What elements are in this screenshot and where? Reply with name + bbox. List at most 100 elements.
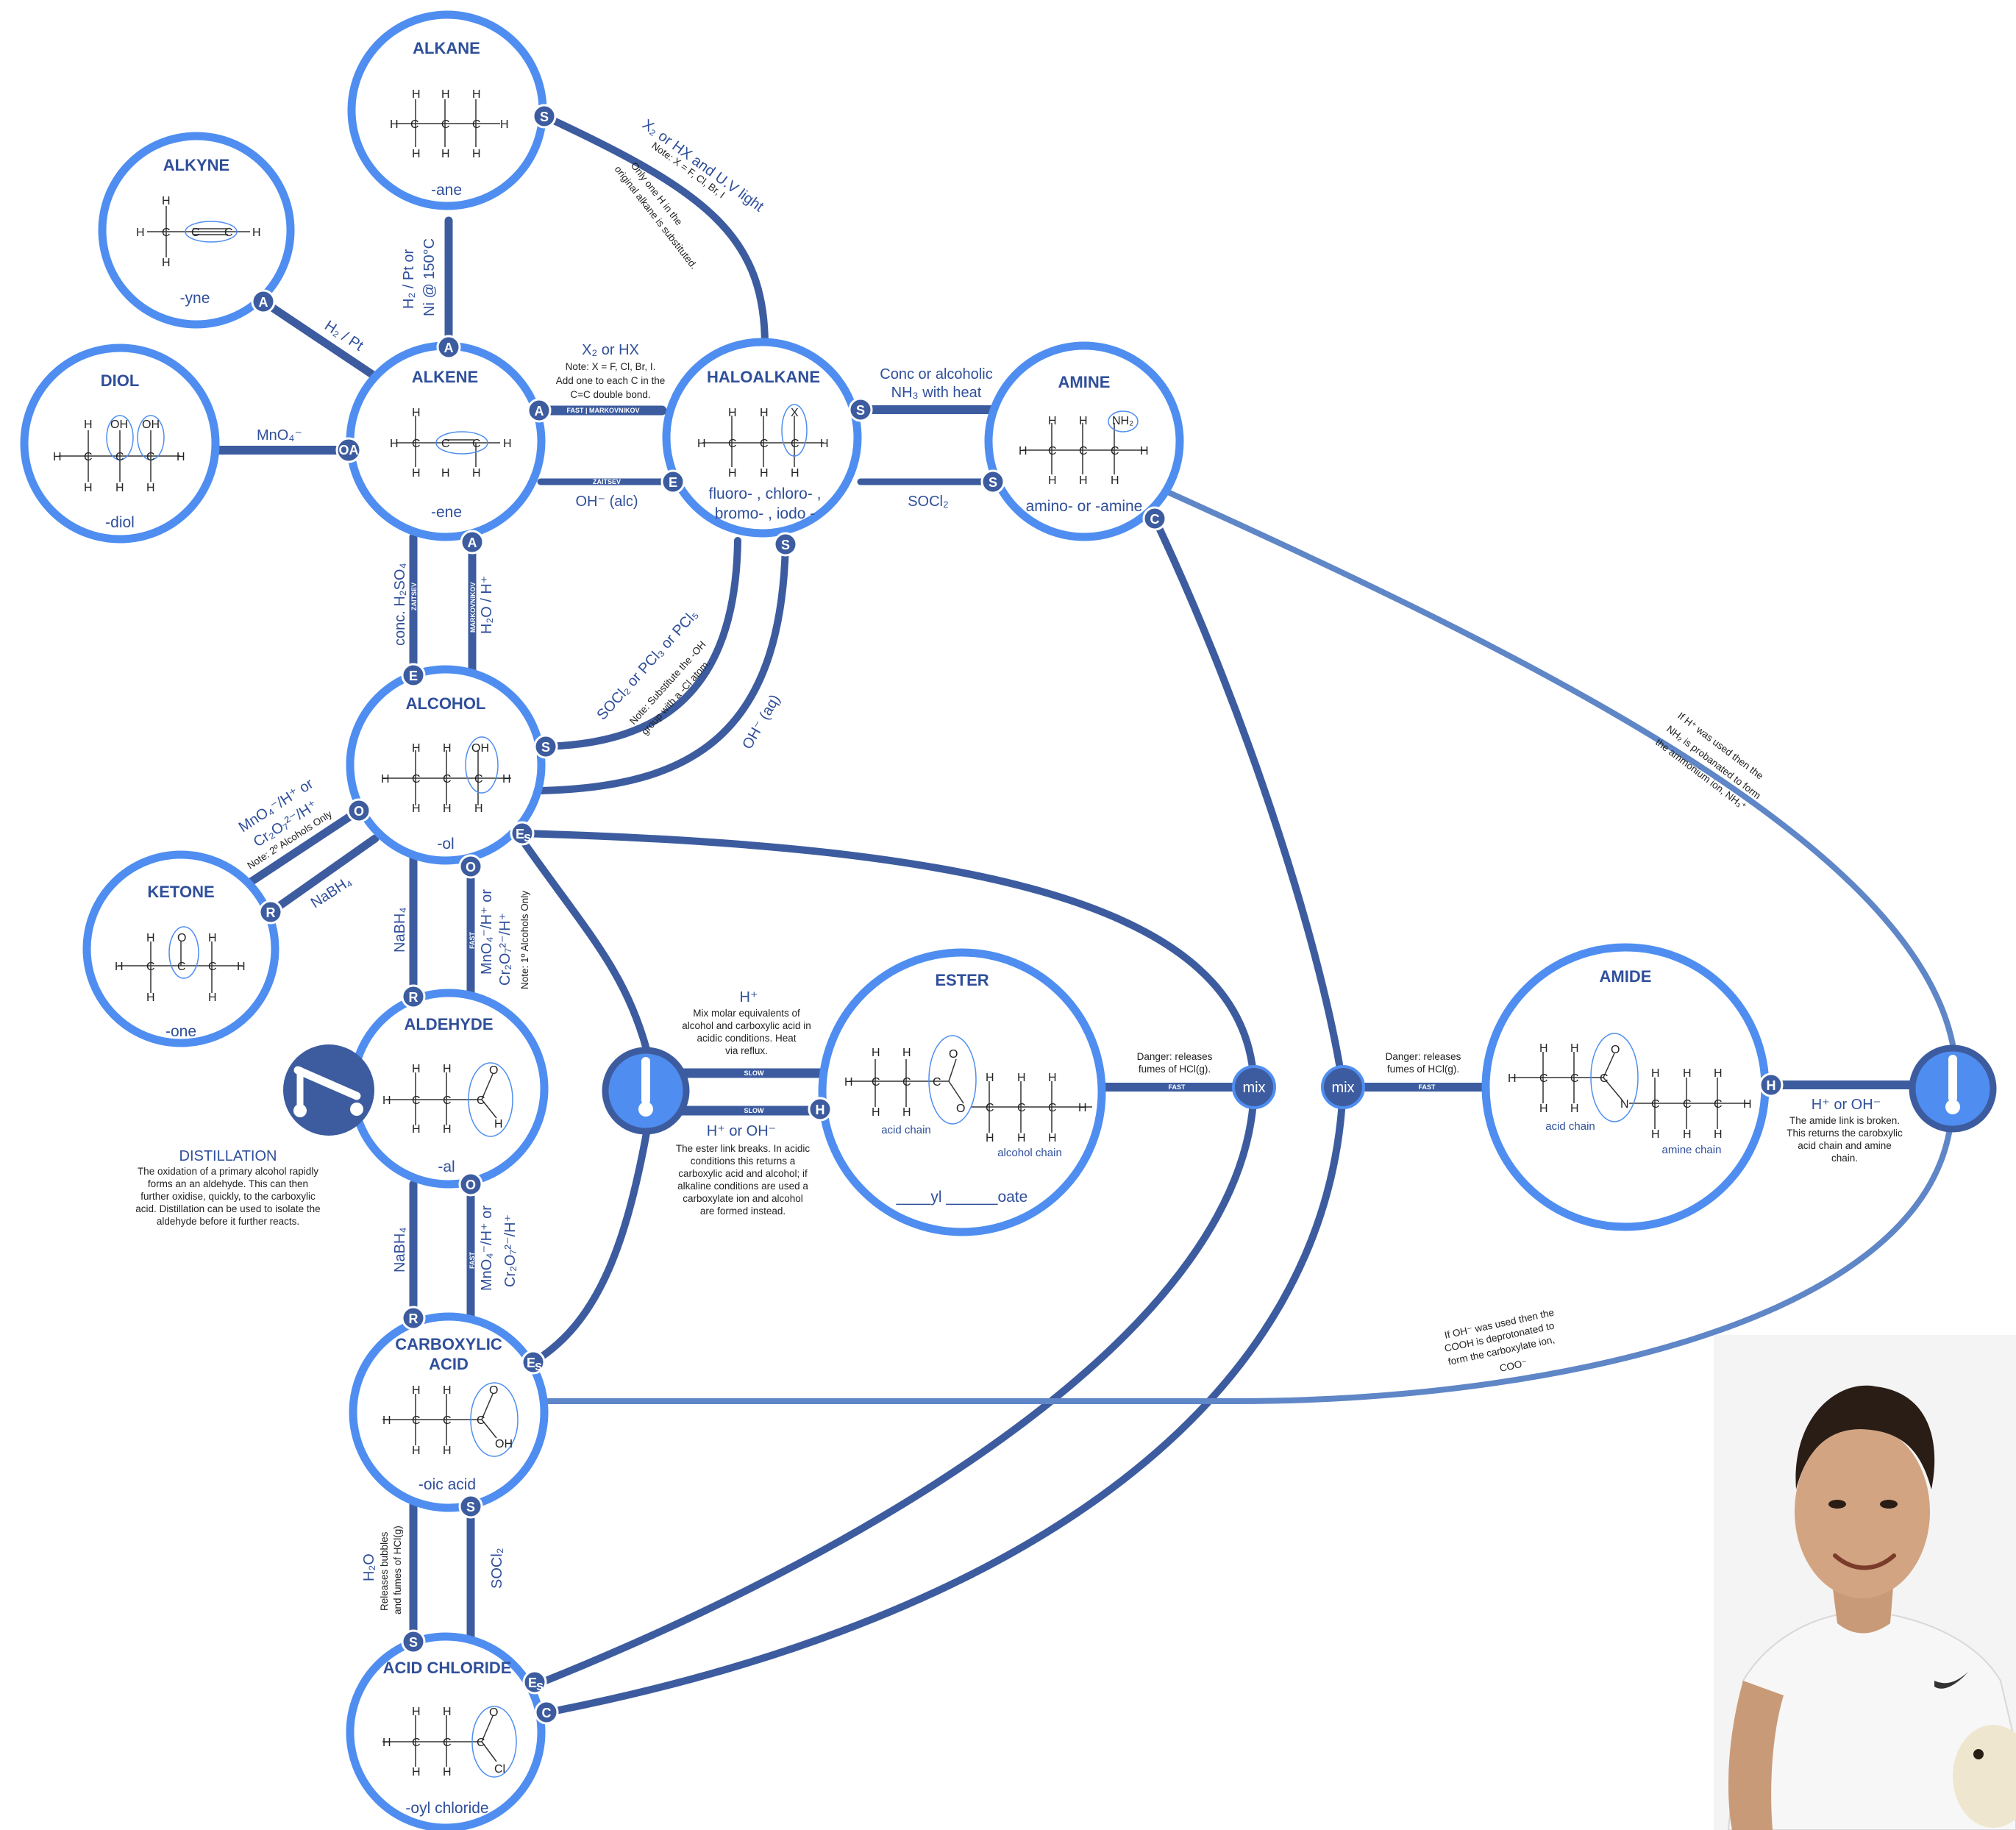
badge-s-amine: S: [980, 469, 1005, 494]
puppy: [1953, 1725, 2016, 1828]
alcohol-ketone-line-top: [240, 806, 363, 891]
slow-tag-esterification: SLOW: [744, 1069, 765, 1077]
svg-text:OH: OH: [142, 419, 160, 431]
haloalkane-suffix-line1: fluoro- , chloro- ,: [709, 485, 822, 502]
light-connector-lines: [541, 490, 1956, 1404]
diol-suffix: -diol: [105, 514, 135, 531]
svg-text:H: H: [986, 1072, 994, 1084]
svg-text:S: S: [540, 110, 549, 124]
svg-text:C: C: [441, 438, 450, 450]
svg-text:H: H: [53, 451, 62, 463]
haloalkane-node: [662, 338, 862, 538]
alkene-alkane-condition-1: H₂ / Pt or: [401, 249, 417, 309]
svg-text:H: H: [1743, 1098, 1752, 1111]
svg-text:C: C: [224, 227, 233, 239]
fast-markovnikov-tag: FAST | MARKOVNIKOV: [566, 407, 639, 414]
diol-structure: [59, 415, 180, 482]
svg-text:OH: OH: [495, 1438, 513, 1450]
svg-text:H: H: [412, 1706, 421, 1718]
ester-title: ESTER: [935, 971, 989, 989]
badge-e-alcohol: E: [401, 663, 426, 688]
amine-mix-line: [1151, 515, 1347, 1091]
haloalkane-title: HALOALKANE: [707, 368, 820, 386]
alkene-haloalkane-note-2: Add one to each C in the: [556, 375, 666, 386]
svg-text:C: C: [1683, 1098, 1692, 1111]
svg-text:C: C: [1651, 1098, 1660, 1111]
aldehyde-suffix: -al: [438, 1158, 455, 1175]
svg-text:C: C: [477, 1737, 485, 1749]
svg-text:A: A: [535, 404, 544, 419]
shirt-logo: [1934, 1672, 1968, 1689]
badge-a-alkyne: A: [251, 289, 276, 314]
svg-text:O: O: [177, 932, 186, 944]
badge-e-haloalkane: E: [660, 469, 685, 494]
svg-text:E: E: [528, 1676, 537, 1690]
svg-text:H: H: [412, 407, 421, 419]
esterification-note-1: Mix molar equivalents of: [693, 1008, 800, 1019]
acid-chloride-suffix: -oyl chloride: [405, 1800, 488, 1817]
fast-tag-ester: FAST: [1168, 1083, 1186, 1091]
svg-text:O: O: [489, 1384, 498, 1397]
svg-text:C: C: [412, 438, 421, 450]
base-hydrolysis-note-4: COO⁻: [1499, 1357, 1528, 1374]
amide-acid-chain-label: acid chain: [1545, 1120, 1595, 1133]
svg-text:H: H: [441, 467, 450, 480]
svg-text:C: C: [146, 961, 155, 973]
svg-text:H: H: [728, 467, 737, 480]
svg-text:H: H: [84, 482, 93, 494]
svg-text:H: H: [412, 467, 421, 480]
haloalkane-alkene-condition: OH⁻ (alc): [576, 494, 638, 510]
svg-text:H: H: [1019, 445, 1027, 458]
badge-h-amide: H: [1759, 1072, 1784, 1097]
badge-r-aldehyde: R: [401, 984, 426, 1009]
svg-text:C: C: [443, 1094, 452, 1107]
svg-text:C: C: [146, 451, 155, 463]
svg-text:H: H: [412, 88, 421, 101]
aldehyde-carboxylic-condition-2: Cr₂O₇²⁻/H⁺: [502, 1214, 519, 1287]
svg-text:H: H: [381, 773, 390, 786]
svg-text:H: H: [237, 961, 246, 973]
haloalkane-structure: [702, 404, 824, 467]
alcohol-node: [346, 665, 546, 865]
amine-haloalkane-condition: SOCl₂: [908, 494, 949, 510]
svg-text:H: H: [412, 802, 421, 815]
svg-text:C: C: [1570, 1072, 1579, 1085]
esterification-catalyst: H⁺: [740, 989, 758, 1005]
svg-text:mix: mix: [1331, 1080, 1354, 1096]
svg-text:OH: OH: [471, 742, 489, 755]
ester-hydrolysis-condition: H⁺ or OH⁻: [707, 1123, 776, 1139]
svg-text:NH₂: NH₂: [1112, 415, 1133, 427]
alcohol-ester-reflux-line: [520, 839, 651, 1055]
svg-text:E: E: [669, 475, 677, 490]
svg-text:H: H: [412, 1445, 421, 1457]
haloalkane-alcohol-line-socl2: [542, 537, 741, 750]
svg-text:C: C: [443, 773, 452, 786]
haloalkane-alcohol-line-oh: [537, 541, 789, 794]
distillation-note-5: aldehyde before it further reacts.: [157, 1216, 299, 1227]
svg-text:R: R: [409, 990, 418, 1005]
badge-oa-alkene: OA: [335, 437, 362, 463]
svg-text:S: S: [781, 538, 790, 552]
svg-text:H: H: [443, 1123, 452, 1136]
svg-text:C: C: [177, 961, 186, 973]
alkane-suffix: -ane: [431, 182, 462, 199]
alcohol-mix-line: [519, 830, 1258, 1091]
connector-lines: [207, 113, 1917, 1716]
svg-text:H: H: [382, 1737, 391, 1749]
svg-text:H: H: [115, 961, 124, 973]
svg-text:S: S: [409, 1635, 418, 1650]
esterification-note-4: via reflux.: [725, 1045, 768, 1056]
svg-text:H: H: [443, 1384, 452, 1397]
alkene-suffix: -ene: [431, 504, 462, 521]
mix-acidchloride-line-es: [542, 1083, 1258, 1684]
amide-carboxylic-oh-note-line: [541, 1130, 1952, 1404]
svg-text:A: A: [259, 295, 268, 310]
ester-hydrolysis-note-5: carboxylate ion and alcohol: [683, 1193, 803, 1204]
svg-text:C: C: [1111, 445, 1119, 458]
svg-text:C: C: [1600, 1072, 1609, 1085]
diol-title: DIOL: [101, 371, 140, 390]
svg-text:H: H: [208, 932, 217, 944]
alkene-alkane-condition-2: Ni @ 150°C: [421, 238, 438, 316]
ketone-title: KETONE: [147, 883, 214, 901]
svg-text:H: H: [412, 1766, 421, 1779]
